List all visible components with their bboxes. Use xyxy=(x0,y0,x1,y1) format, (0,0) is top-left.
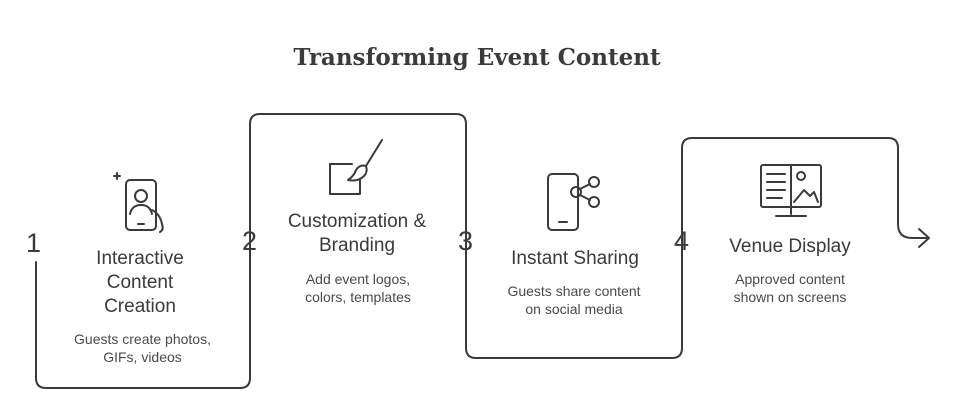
step-1-number: 1 xyxy=(26,228,42,258)
monitor-display-icon xyxy=(760,164,822,217)
step-4-title: Venue Display xyxy=(729,236,851,257)
phone-share-icon xyxy=(547,173,600,231)
paint-brush-icon xyxy=(329,139,383,195)
step-1-title: Interactive Content Creation xyxy=(96,248,184,317)
step-4-number: 4 xyxy=(674,226,690,256)
step-3-title: Instant Sharing xyxy=(511,248,639,269)
step-2-description: Add event logos, colors, templates xyxy=(305,271,411,305)
diagram-title: Transforming Event Content xyxy=(293,44,661,71)
step-3-description: Guests share content on social media xyxy=(507,283,641,317)
phone-selfie-icon xyxy=(113,172,164,233)
step-4-description: Approved content shown on screens xyxy=(733,271,847,305)
step-2-number: 2 xyxy=(242,226,258,256)
step-3-number: 3 xyxy=(458,226,474,256)
step-1-description: Guests create photos, GIFs, videos xyxy=(74,331,211,365)
step-2-title: Customization & Branding xyxy=(287,211,427,256)
